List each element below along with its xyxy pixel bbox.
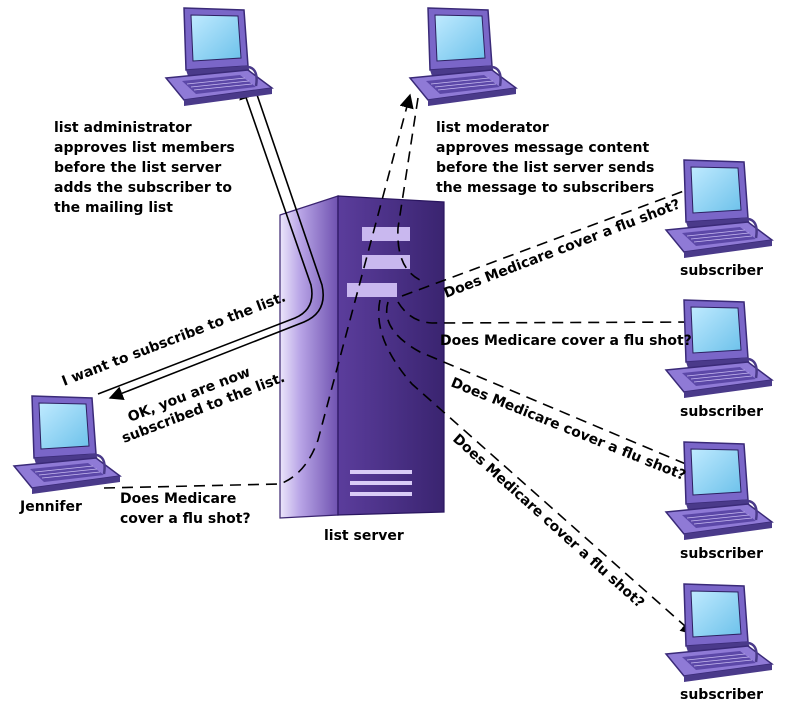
list-server — [279, 195, 445, 519]
subscriber-laptop-2 — [664, 298, 774, 400]
broadcast-label-4: Does Medicare cover a flu shot? — [449, 431, 647, 611]
moderator-desc-line: list moderator — [436, 120, 549, 136]
admin-desc-line: adds the subscriber to — [54, 180, 232, 196]
subscriber-laptop-4 — [664, 582, 774, 684]
subscriber-label: subscriber — [680, 263, 763, 279]
message-to-moderator-arrow — [103, 93, 414, 489]
jennifer-message-line: cover a flu shot? — [120, 511, 251, 527]
administrator-description: list administrator approves list members… — [54, 120, 235, 216]
moderator-desc-line: before the list server sends — [436, 160, 654, 176]
server-label: list server — [324, 528, 404, 544]
admin-desc-line: before the list server — [54, 160, 221, 176]
subscribe-request-arrow — [97, 84, 313, 395]
moderator-laptop — [408, 6, 518, 108]
broadcast-arrow-2 — [397, 301, 708, 330]
moderator-description: list moderator approves message content … — [436, 120, 654, 196]
jennifer-message-line: Does Medicare — [120, 491, 236, 507]
subscriber-laptop-3 — [664, 440, 774, 542]
admin-desc-line: list administrator — [54, 120, 192, 136]
subscriber-label: subscriber — [680, 546, 763, 562]
admin-desc-line: approves list members — [54, 140, 235, 156]
broadcast-arrow-1 — [401, 179, 710, 297]
administrator-laptop — [164, 6, 274, 108]
broadcast-arrow-3 — [386, 301, 702, 472]
jennifer-label: Jennifer — [19, 499, 82, 515]
broadcast-label-1: Does Medicare cover a flu shot? — [442, 197, 683, 302]
moderator-approval-arrow — [397, 97, 421, 281]
subscribe-confirm-arrow — [108, 82, 324, 400]
moderator-desc-line: approves message content — [436, 140, 649, 156]
subscriber-label: subscriber — [680, 404, 763, 420]
subscribe-request-text: I want to subscribe to the list. — [60, 289, 288, 389]
moderator-desc-line: the message to subscribers — [436, 180, 654, 196]
server-vent — [350, 470, 412, 496]
broadcast-arrow-4 — [377, 299, 696, 635]
subscriber-laptop-1 — [664, 158, 774, 260]
admin-desc-line: the mailing list — [54, 200, 173, 216]
broadcast-label-2: Does Medicare cover a flu shot? — [440, 333, 692, 349]
subscriber-label: subscriber — [680, 687, 763, 703]
jennifer-laptop — [12, 394, 122, 496]
